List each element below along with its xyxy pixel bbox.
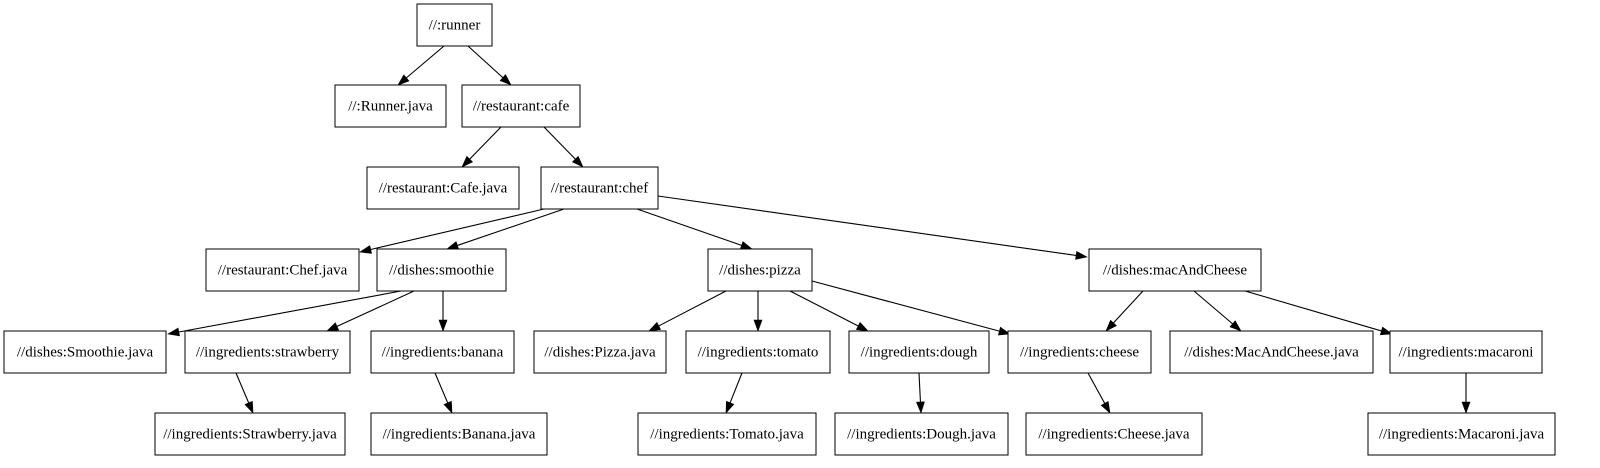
graph-node-cafe_java[interactable]: //restaurant:Cafe.java bbox=[366, 166, 520, 210]
node-box-ing_dough[interactable] bbox=[848, 330, 990, 374]
node-box-ing_cheese[interactable] bbox=[1007, 330, 1152, 374]
edge-ing_banana-to-banana_java bbox=[434, 372, 453, 414]
node-label-dishes_smoothie: //dishes:smoothie bbox=[389, 262, 494, 278]
node-box-ing_banana[interactable] bbox=[370, 330, 515, 374]
graph-node-cheese_java[interactable]: //ingredients:Cheese.java bbox=[1025, 412, 1203, 456]
node-label-ing_dough: //ingredients:dough bbox=[861, 344, 978, 360]
edges-layer bbox=[167, 45, 1471, 414]
graph-node-restaurant_chef[interactable]: //restaurant:chef bbox=[540, 166, 659, 210]
node-label-strawberry_java: //ingredients:Strawberry.java bbox=[163, 426, 337, 442]
node-label-tomato_java: //ingredients:Tomato.java bbox=[650, 426, 804, 442]
graph-node-banana_java[interactable]: //ingredients:Banana.java bbox=[370, 412, 548, 456]
node-box-tomato_java[interactable] bbox=[637, 412, 817, 456]
node-label-pizza_java: //dishes:Pizza.java bbox=[544, 344, 656, 360]
edge-dishes_macandcheese-to-ing_cheese bbox=[1105, 290, 1144, 332]
graph-node-macandcheese_java[interactable]: //dishes:MacAndCheese.java bbox=[1169, 330, 1374, 374]
node-box-cheese_java[interactable] bbox=[1025, 412, 1203, 456]
node-label-runner: //:runner bbox=[429, 17, 481, 33]
edge-ing_tomato-to-tomato_java bbox=[725, 372, 743, 414]
graph-node-pizza_java[interactable]: //dishes:Pizza.java bbox=[533, 330, 667, 374]
nodes-layer: //:runner //:Runner.java //restaurant:cafe… bbox=[3, 3, 1556, 456]
node-label-ing_strawberry: //ingredients:strawberry bbox=[196, 344, 340, 360]
graph-node-dishes_smoothie[interactable]: //dishes:smoothie bbox=[376, 248, 507, 292]
node-box-runner[interactable] bbox=[416, 3, 493, 47]
node-label-macaroni_java: //ingredients:Macaroni.java bbox=[1379, 426, 1545, 442]
node-label-macandcheese_java: //dishes:MacAndCheese.java bbox=[1184, 344, 1359, 360]
node-box-restaurant_cafe[interactable] bbox=[461, 84, 581, 128]
node-box-dishes_pizza[interactable] bbox=[707, 248, 813, 292]
node-box-chef_java[interactable] bbox=[205, 248, 360, 292]
graph-node-tomato_java[interactable]: //ingredients:Tomato.java bbox=[637, 412, 817, 456]
node-box-macandcheese_java[interactable] bbox=[1169, 330, 1374, 374]
node-box-banana_java[interactable] bbox=[370, 412, 548, 456]
edge-ing_strawberry-to-strawberry_java bbox=[235, 372, 254, 414]
edge-dishes_smoothie-to-ing_banana bbox=[438, 291, 448, 332]
node-box-strawberry_java[interactable] bbox=[154, 412, 346, 456]
node-box-ing_macaroni[interactable] bbox=[1389, 330, 1543, 374]
graph-node-ing_macaroni[interactable]: //ingredients:macaroni bbox=[1389, 330, 1543, 374]
graph-node-ing_strawberry[interactable]: //ingredients:strawberry bbox=[184, 330, 351, 374]
edge-dishes_smoothie-to-smoothie_java bbox=[167, 290, 402, 337]
node-label-restaurant_cafe: //restaurant:cafe bbox=[473, 98, 570, 114]
graph-node-dishes_macandcheese[interactable]: //dishes:macAndCheese bbox=[1088, 248, 1262, 292]
node-label-chef_java: //restaurant:Chef.java bbox=[218, 262, 348, 278]
node-box-dough_java[interactable] bbox=[834, 412, 1009, 456]
graph-node-dishes_pizza[interactable]: //dishes:pizza bbox=[707, 248, 813, 292]
node-label-ing_cheese: //ingredients:cheese bbox=[1020, 344, 1139, 360]
edge-ing_dough-to-dough_java bbox=[916, 372, 925, 414]
node-label-cafe_java: //restaurant:Cafe.java bbox=[379, 180, 508, 196]
edge-ing_cheese-to-cheese_java bbox=[1087, 372, 1111, 414]
node-box-pizza_java[interactable] bbox=[533, 330, 667, 374]
graph-node-runner_java[interactable]: //:Runner.java bbox=[334, 84, 447, 128]
edge-dishes_macandcheese-to-macandcheese_java bbox=[1193, 290, 1242, 332]
node-label-dishes_pizza: //dishes:pizza bbox=[719, 262, 801, 278]
node-label-smoothie_java: //dishes:Smoothie.java bbox=[17, 344, 154, 360]
edge-ing_macaroni-to-macaroni_java bbox=[1461, 373, 1471, 414]
node-box-cafe_java[interactable] bbox=[366, 166, 520, 210]
node-label-dough_java: //ingredients:Dough.java bbox=[847, 426, 996, 442]
node-label-ing_macaroni: //ingredients:macaroni bbox=[1399, 344, 1534, 360]
node-label-ing_tomato: //ingredients:tomato bbox=[698, 344, 819, 360]
graph-node-ing_dough[interactable]: //ingredients:dough bbox=[848, 330, 990, 374]
node-label-cheese_java: //ingredients:Cheese.java bbox=[1038, 426, 1190, 442]
graph-node-smoothie_java[interactable]: //dishes:Smoothie.java bbox=[3, 330, 167, 374]
node-box-macaroni_java[interactable] bbox=[1367, 412, 1556, 456]
node-label-restaurant_chef: //restaurant:chef bbox=[551, 180, 648, 196]
edge-runner-to-restaurant_cafe bbox=[467, 45, 512, 86]
edge-runner-to-runner_java bbox=[397, 45, 445, 86]
node-box-runner_java[interactable] bbox=[334, 84, 447, 128]
node-box-smoothie_java[interactable] bbox=[3, 330, 167, 374]
edge-dishes_pizza-to-ing_dough bbox=[789, 290, 869, 332]
edge-restaurant_chef-to-dishes_smoothie bbox=[446, 208, 565, 250]
graph-node-chef_java[interactable]: //restaurant:Chef.java bbox=[205, 248, 360, 292]
edge-restaurant_chef-to-dishes_macandcheese bbox=[657, 195, 1088, 260]
graph-node-runner[interactable]: //:runner bbox=[416, 3, 493, 47]
edge-dishes_pizza-to-ing_cheese bbox=[811, 280, 1011, 336]
edge-dishes_pizza-to-ing_tomato bbox=[753, 291, 763, 332]
graph-node-restaurant_cafe[interactable]: //restaurant:cafe bbox=[461, 84, 581, 128]
node-label-runner_java: //:Runner.java bbox=[348, 98, 433, 114]
node-label-ing_banana: //ingredients:banana bbox=[382, 344, 504, 360]
node-box-restaurant_chef[interactable] bbox=[540, 166, 659, 210]
node-box-ing_strawberry[interactable] bbox=[184, 330, 351, 374]
graph-node-dough_java[interactable]: //ingredients:Dough.java bbox=[834, 412, 1009, 456]
edge-restaurant_cafe-to-cafe_java bbox=[461, 126, 502, 168]
node-box-dishes_smoothie[interactable] bbox=[376, 248, 507, 292]
edge-restaurant_cafe-to-restaurant_chef bbox=[543, 126, 584, 168]
node-label-dishes_macandcheese: //dishes:macAndCheese bbox=[1103, 262, 1247, 278]
graph-node-ing_cheese[interactable]: //ingredients:cheese bbox=[1007, 330, 1152, 374]
graph-node-ing_tomato[interactable]: //ingredients:tomato bbox=[685, 330, 831, 374]
node-box-ing_tomato[interactable] bbox=[685, 330, 831, 374]
graph-node-strawberry_java[interactable]: //ingredients:Strawberry.java bbox=[154, 412, 346, 456]
edge-restaurant_chef-to-chef_java bbox=[359, 208, 545, 254]
graph-node-ing_banana[interactable]: //ingredients:banana bbox=[370, 330, 515, 374]
node-box-dishes_macandcheese[interactable] bbox=[1088, 248, 1262, 292]
edge-dishes_pizza-to-pizza_java bbox=[648, 290, 727, 332]
node-label-banana_java: //ingredients:Banana.java bbox=[383, 426, 536, 442]
edge-dishes_macandcheese-to-ing_macaroni bbox=[1244, 290, 1393, 336]
graph-node-macaroni_java[interactable]: //ingredients:Macaroni.java bbox=[1367, 412, 1556, 456]
edge-restaurant_chef-to-dishes_pizza bbox=[636, 208, 753, 250]
